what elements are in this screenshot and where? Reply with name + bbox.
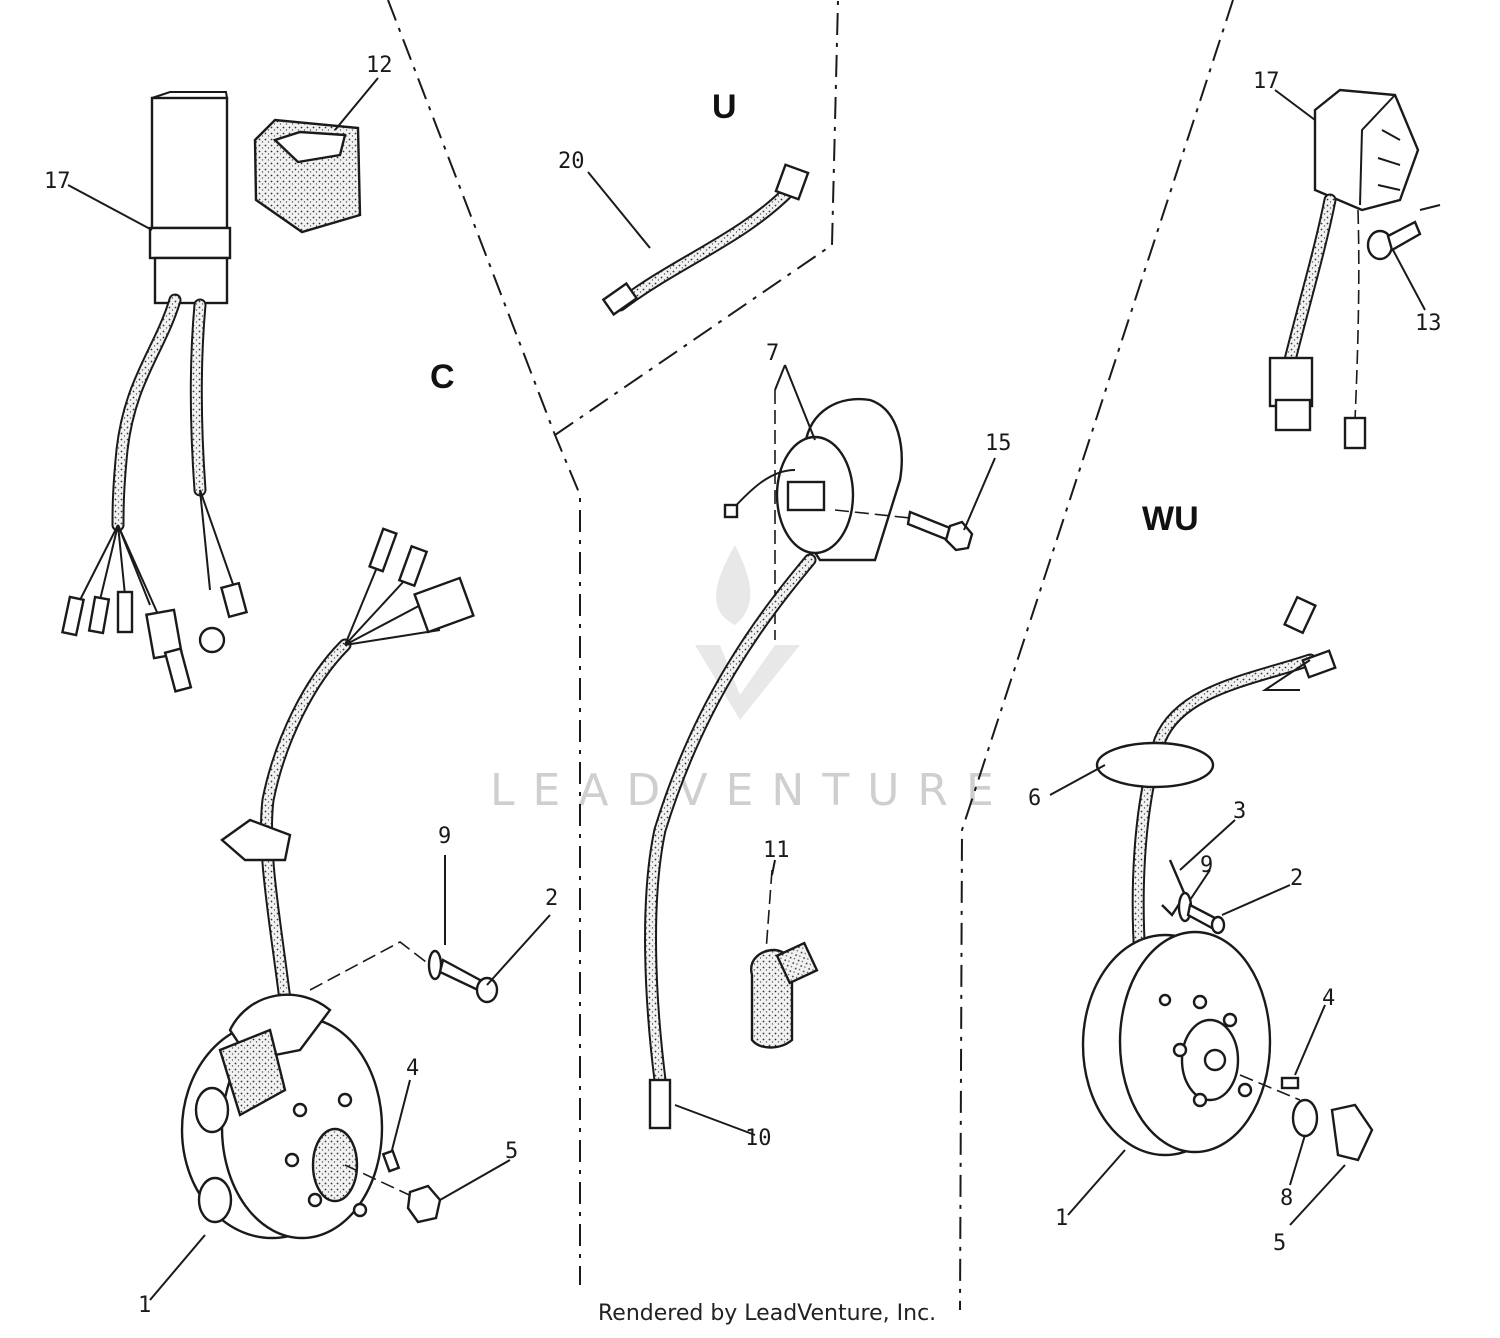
footer-credit: Rendered by LeadVenture, Inc. [598,1301,936,1326]
stator-assembly [180,527,475,1240]
rubber-boot [253,118,362,234]
callout-9: 9 [438,824,451,849]
leader-lines [67,77,1426,1301]
callout-9: 9 [1200,853,1213,878]
key-washer-nut-wu [1280,1076,1374,1162]
lead-wire-u [601,163,810,317]
callout-11: 11 [763,838,790,863]
watermark-text: LEADVENTURE [490,765,1012,816]
region-label-c: C [430,358,455,396]
flywheel-assembly-wu [1081,595,1337,1157]
callout-4: 4 [406,1056,419,1081]
cdi-unit-wu [1268,88,1441,450]
callout-17: 17 [1253,69,1280,94]
callout-8: 8 [1280,1186,1293,1211]
bracket-screw-wu [1161,859,1226,935]
callout-15: 15 [985,431,1012,456]
callout-1: 1 [1055,1206,1068,1231]
callout-10: 10 [745,1126,772,1151]
section-dividers [387,0,1234,1311]
callout-4: 4 [1322,986,1335,1011]
watermark-logo [695,545,800,720]
coil-bolt [906,510,974,552]
callout-17: 17 [44,169,71,194]
cdi-unit [60,91,249,693]
callout-2: 2 [1290,866,1303,891]
callout-2: 2 [545,886,558,911]
callout-13: 13 [1415,311,1442,336]
ignition-coil [644,390,911,1130]
callout-5: 5 [1273,1231,1286,1256]
key-nut-c [344,1149,442,1224]
screw-wu-13 [1366,220,1422,261]
callout-20: 20 [558,149,585,174]
region-label-wu: WU [1142,500,1199,538]
callout-3: 3 [1233,799,1246,824]
callout-1: 1 [138,1293,151,1318]
callout-7: 7 [766,341,779,366]
spark-plug-cap [750,869,819,1049]
callout-12: 12 [366,53,393,78]
region-label-u: U [712,88,737,126]
washer-screw-c [309,941,499,1004]
callout-5: 5 [505,1139,518,1164]
callout-6: 6 [1028,786,1041,811]
